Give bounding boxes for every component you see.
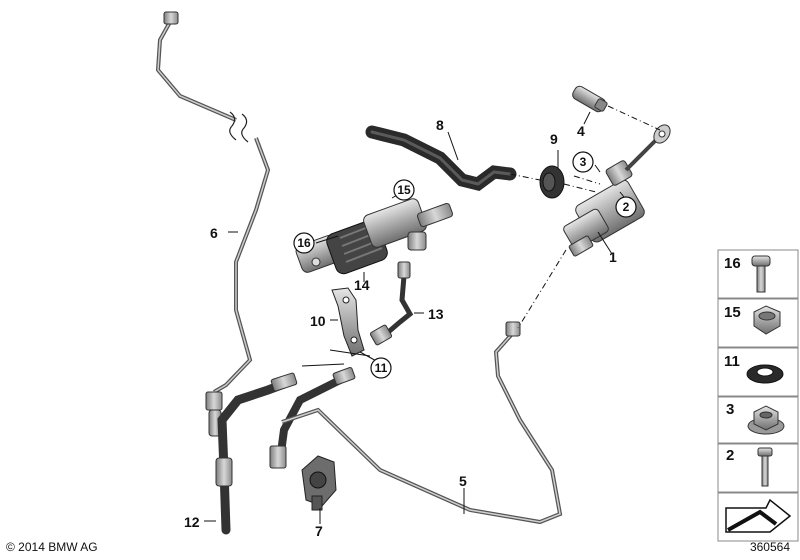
legend-label-15: 15 <box>724 304 741 321</box>
legend-label-2: 2 <box>726 447 734 464</box>
legend-label-3: 3 <box>726 401 734 418</box>
legend-label-11: 11 <box>724 353 740 370</box>
callout-1: 1 <box>609 249 617 265</box>
hose-13 <box>369 261 414 346</box>
callout-13: 13 <box>428 306 444 322</box>
screw-icon <box>757 447 773 487</box>
callout-14: 14 <box>354 277 370 293</box>
pipe-6 <box>155 11 271 437</box>
callout-15-circle: 15 <box>393 179 415 201</box>
bolt-icon <box>751 255 771 293</box>
hose-assembly <box>269 367 356 469</box>
callout-10: 10 <box>310 313 326 329</box>
bracket-10 <box>331 287 365 357</box>
callout-6: 6 <box>210 225 218 241</box>
master-cylinder-1 <box>563 124 671 257</box>
callout-15: 15 <box>397 183 411 197</box>
slave-cylinder-14 <box>295 198 454 275</box>
hex-nut-icon <box>753 305 781 335</box>
diagram-id: 360564 <box>749 540 790 554</box>
pipe-5 <box>281 321 563 525</box>
legend-panel: 16 15 11 3 2 <box>717 249 799 542</box>
callout-16-circle: 16 <box>293 232 315 254</box>
assembly-lines <box>509 105 661 329</box>
callout-11-circle: 11 <box>370 357 392 379</box>
callout-2: 2 <box>623 200 630 214</box>
callout-2-circle: 2 <box>615 196 637 218</box>
diagram-symbol-icon <box>725 498 792 533</box>
hose-12 <box>215 372 298 535</box>
grommet-9 <box>539 165 565 199</box>
callout-16: 16 <box>297 236 311 250</box>
grommet-icon <box>746 364 784 384</box>
bracket-7 <box>301 455 337 511</box>
callout-9: 9 <box>550 131 558 147</box>
callout-3: 3 <box>580 155 587 169</box>
copyright-text: © 2014 BMW AG <box>6 540 98 554</box>
pin-4 <box>572 85 608 113</box>
callout-8: 8 <box>436 117 444 133</box>
legend-label-16: 16 <box>724 255 741 272</box>
callout-5: 5 <box>459 473 467 489</box>
callout-3-circle: 3 <box>572 151 594 173</box>
callout-4: 4 <box>577 123 585 139</box>
flange-nut-icon <box>747 405 785 435</box>
callout-11: 11 <box>375 361 388 375</box>
callout-12: 12 <box>184 514 200 530</box>
callout-7: 7 <box>315 523 323 539</box>
hose-8 <box>365 125 517 192</box>
